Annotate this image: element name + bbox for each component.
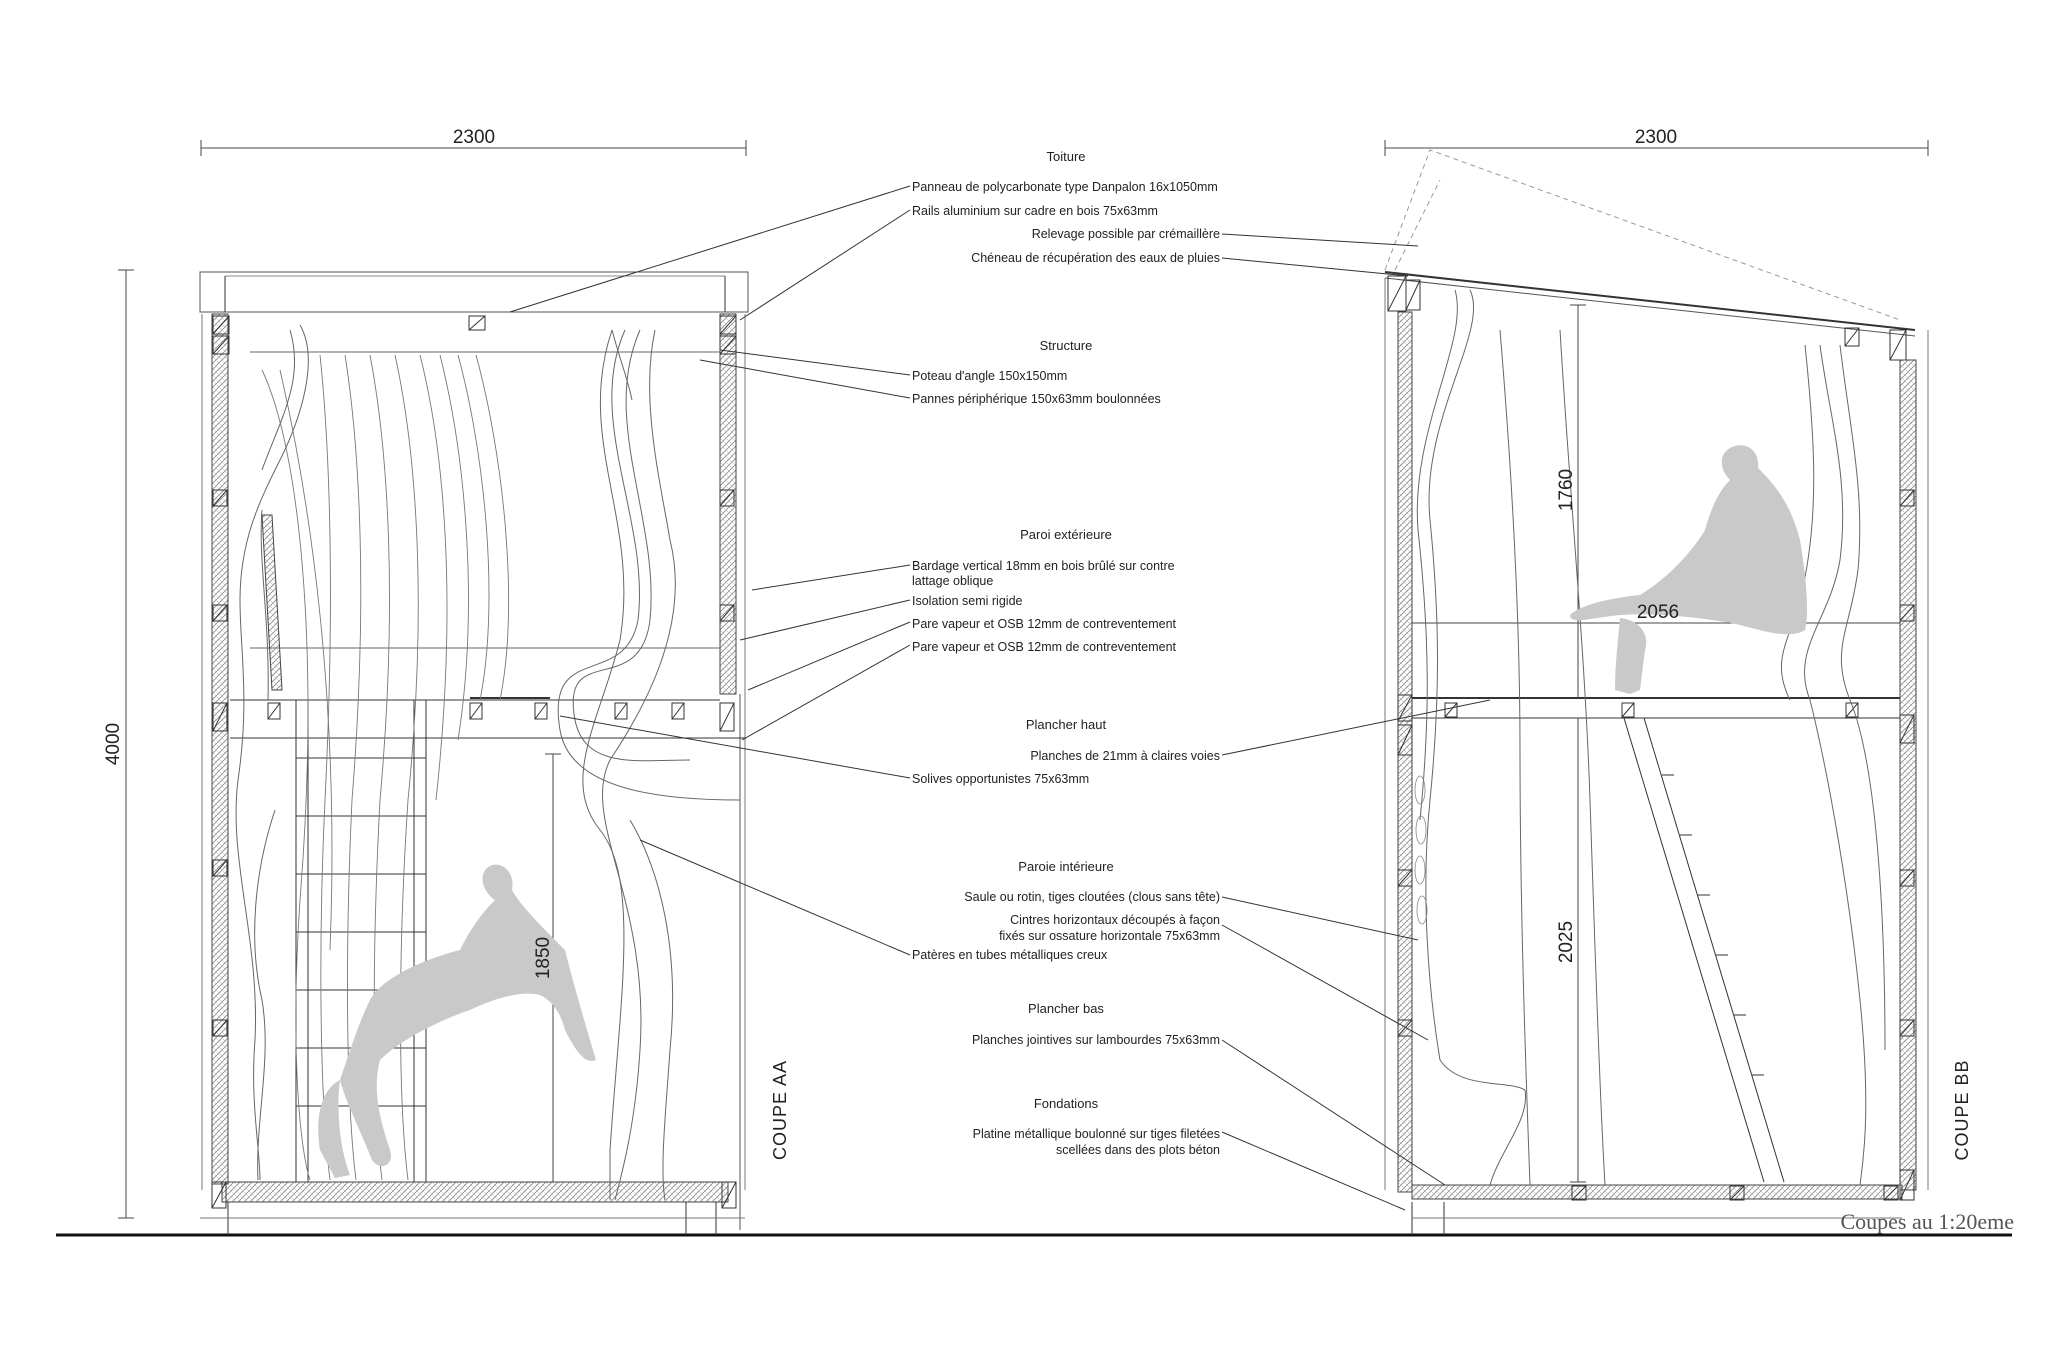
legend-item-solives: Solives opportunistes 75x63mm (912, 772, 1089, 786)
legend-item-cintres-2: fixés sur ossature horizontale 75x63mm (999, 929, 1220, 943)
legend-item-plots: scellées dans des plots béton (1056, 1143, 1220, 1157)
legend-heading-plancher-haut: Plancher haut (1026, 717, 1107, 732)
legend-heading-toiture: Toiture (1046, 149, 1085, 164)
legend-heading-plancher-bas: Plancher bas (1028, 1001, 1104, 1016)
legend-item-saule: Saule ou rotin, tiges cloutées (clous sa… (964, 890, 1220, 904)
legend-item-rails: Rails aluminium sur cadre en bois 75x63m… (912, 204, 1158, 218)
width-aa-label: 2300 (453, 127, 495, 148)
section-bb-drawing (1384, 140, 1929, 1235)
height-total-label: 4000 (103, 723, 124, 765)
legend-item-pare-vapeur-2: Pare vapeur et OSB 12mm de contreventeme… (912, 640, 1177, 654)
legend-item-planches-21: Planches de 21mm à claires voies (1030, 749, 1220, 763)
width-bb-label: 2300 (1635, 127, 1677, 148)
legend-item-relevage: Relevage possible par crémaillère (1032, 227, 1220, 241)
section-aa-drawing (118, 140, 749, 1235)
clear-low-bb-label: 2025 (1556, 921, 1577, 963)
legend-item-poteau: Poteau d'angle 150x150mm (912, 369, 1067, 383)
legend-item-isolation: Isolation semi rigide (912, 594, 1023, 608)
legend-item-cintres: Cintres horizontaux découpés à façon (1010, 913, 1220, 927)
legend-heading-paroi-ext: Paroi extérieure (1020, 527, 1112, 542)
clear-low-aa-label: 1850 (533, 937, 554, 979)
legend-item-pateres: Patères en tubes métalliques creux (912, 948, 1108, 962)
legend-item-pannes: Pannes périphérique 150x63mm boulonnées (912, 392, 1161, 406)
legend-item-bardage: Bardage vertical 18mm en bois brûlé sur … (912, 559, 1175, 573)
legend-item-pare-vapeur-1: Pare vapeur et OSB 12mm de contreventeme… (912, 617, 1177, 631)
legend-item-platine: Platine métallique boulonné sur tiges fi… (973, 1127, 1220, 1141)
leader-lines (509, 185, 1491, 1211)
depth-bb-label: 2056 (1637, 602, 1679, 623)
clear-high-bb-label: 1760 (1556, 469, 1577, 511)
legend-item-planches-jointives: Planches jointives sur lambourdes 75x63m… (972, 1033, 1220, 1047)
section-aa-label: COUPE AA (770, 1060, 790, 1160)
legend-heading-paroi-int: Paroie intérieure (1018, 859, 1113, 874)
section-bb-label: COUPE BB (1952, 1059, 1972, 1160)
legend-item-cheneau: Chéneau de récupération des eaux de plui… (971, 251, 1220, 265)
legend-item-polycarbonate: Panneau de polycarbonate type Danpalon 1… (912, 180, 1218, 194)
scale-note: Coupes au 1:20eme (1840, 1209, 2014, 1234)
legend-heading-structure: Structure (1040, 338, 1093, 353)
legend-heading-fondations: Fondations (1034, 1096, 1099, 1111)
legend-item-lattage: lattage oblique (912, 574, 993, 588)
